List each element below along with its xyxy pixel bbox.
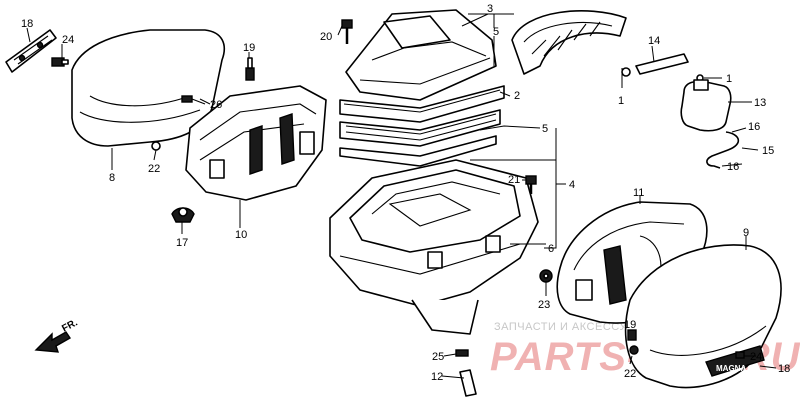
callout-13: 13 xyxy=(754,97,766,109)
part-5-filter-layer xyxy=(339,109,501,147)
callout-8: 8 xyxy=(109,172,115,184)
part-22-grommet-right xyxy=(629,345,639,355)
callout-26: 26 xyxy=(210,99,222,111)
part-13-reservoir xyxy=(680,79,732,132)
part-17-clamp xyxy=(171,207,195,223)
part-2-filter-element xyxy=(339,85,505,123)
part-1-clip xyxy=(621,67,704,82)
part-23-grommet xyxy=(539,269,553,283)
part-24-screw-right xyxy=(735,351,745,359)
part-seal-gasket xyxy=(339,135,497,167)
part-3-air-cleaner-cover xyxy=(345,9,497,101)
callout-16-top: 16 xyxy=(748,121,760,133)
callout-18-right: 18 xyxy=(778,363,790,375)
part-25-clip xyxy=(455,349,469,357)
callout-16-bottom: 16 xyxy=(727,161,739,173)
callout-19-right: 19 xyxy=(624,319,636,331)
callout-1-right: 1 xyxy=(726,73,732,85)
callout-5-top: 5 xyxy=(493,26,499,38)
callout-20: 20 xyxy=(320,31,332,43)
callout-numbers: 18 24 8 22 19 26 20 17 10 3 5 2 5 4 21 6… xyxy=(21,3,790,383)
callout-5-mid: 5 xyxy=(542,123,548,135)
callout-6: 6 xyxy=(548,243,554,255)
callout-17: 17 xyxy=(176,237,188,249)
callout-4: 4 xyxy=(569,179,575,191)
callout-22-right: 22 xyxy=(624,368,636,380)
part-19-bolt xyxy=(245,57,255,81)
part-10-housing-bracket xyxy=(185,85,327,214)
part-12-drain-tube xyxy=(459,369,477,397)
callout-23: 23 xyxy=(538,299,550,311)
part-26-screw xyxy=(181,95,206,105)
callout-22: 22 xyxy=(148,163,160,175)
part-18-bracket xyxy=(5,29,57,73)
callout-24: 24 xyxy=(62,34,74,46)
callout-2: 2 xyxy=(514,90,520,102)
callout-24-right: 24 xyxy=(750,351,762,363)
callout-18: 18 xyxy=(21,18,33,30)
intake-duct xyxy=(511,10,627,75)
callout-11: 11 xyxy=(633,187,644,199)
callout-1-left: 1 xyxy=(618,95,624,107)
callout-10: 10 xyxy=(235,229,247,241)
callout-21: 21 xyxy=(508,174,520,186)
part-15-drain-hose xyxy=(706,131,740,169)
part-24-screw xyxy=(51,57,69,67)
part-4-air-cleaner-case xyxy=(329,159,539,335)
part-20-bolt xyxy=(341,19,353,44)
callout-14: 14 xyxy=(648,35,660,47)
callout-15: 15 xyxy=(762,145,774,157)
callout-25: 25 xyxy=(432,351,444,363)
callout-3: 3 xyxy=(487,3,493,15)
leader-lines xyxy=(26,13,777,379)
badge-text: MAGNA xyxy=(716,364,746,373)
part-8-side-cover xyxy=(71,29,226,147)
part-22-grommet xyxy=(151,141,161,151)
part-19-bolt-right xyxy=(627,329,637,341)
callout-12: 12 xyxy=(431,371,443,383)
direction-label: FR. xyxy=(60,317,80,334)
callout-9: 9 xyxy=(743,227,749,239)
part-14-breather-hose xyxy=(635,53,689,75)
callout-19: 19 xyxy=(243,42,255,54)
front-direction-arrow: FR. xyxy=(34,317,80,353)
